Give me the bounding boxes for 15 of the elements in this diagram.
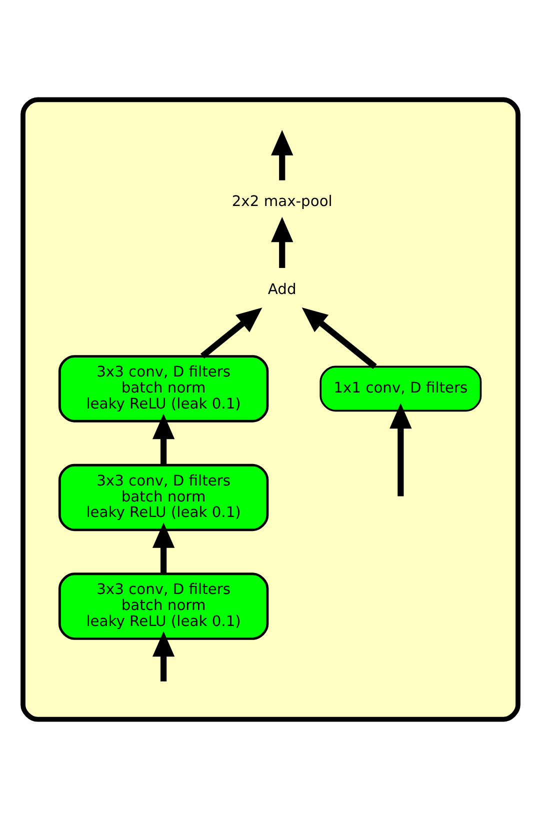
node-text: 2x2 max-pool bbox=[232, 193, 332, 210]
arrow bbox=[152, 631, 175, 682]
arrow bbox=[152, 414, 175, 465]
cluster bbox=[20, 97, 520, 722]
node-box: 1x1 conv, D filters bbox=[320, 366, 482, 412]
node-box: 3x3 conv, D filters batch norm leaky ReLU (leak 0.1) bbox=[58, 572, 269, 640]
arrow bbox=[271, 216, 294, 268]
arrow bbox=[390, 403, 412, 496]
node-text: Add bbox=[268, 281, 296, 298]
node-box: 3x3 conv, D filters batch norm leaky ReLU (leak 0.1) bbox=[58, 464, 269, 532]
arrow bbox=[152, 522, 175, 574]
arrow bbox=[271, 130, 294, 180]
node-box: 3x3 conv, D filters batch norm leaky ReLU (leak 0.1) bbox=[58, 355, 269, 422]
arrow bbox=[302, 308, 377, 370]
arrow bbox=[200, 308, 262, 358]
